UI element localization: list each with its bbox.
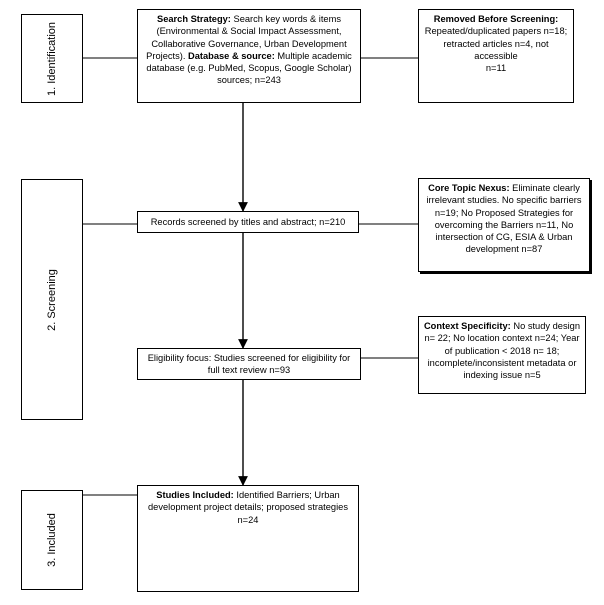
stage-included-label: 3. Included: [46, 513, 58, 567]
database-title: Database & source:: [188, 50, 275, 61]
removed-box: Removed Before Screening: Repeated/dupli…: [418, 9, 574, 103]
search-strategy-title: Search Strategy:: [157, 14, 231, 24]
database-text: Multiple academic database (e.g. PubMed,…: [146, 50, 352, 86]
removed-line3: n=11: [485, 63, 507, 74]
removed-title: Removed Before Screening:: [433, 14, 559, 24]
identification-count: n=243: [254, 75, 281, 86]
stage-identification: 1. Identification: [21, 14, 83, 103]
stage-included: 3. Included: [21, 490, 83, 590]
included-box: Studies Included: Identified Barriers; U…: [137, 485, 359, 592]
search-strategy-text: Search key words & items (Environmental …: [146, 14, 347, 61]
included-text: Identified Barriers; Urban development p…: [147, 490, 348, 513]
removed-line2: retracted articles n=4, not accessible: [443, 38, 549, 61]
core-topic-box: Core Topic Nexus: Eliminate clearly irre…: [418, 178, 590, 272]
eligibility-text: Eligibility focus: Studies screened for …: [147, 353, 351, 376]
stage-identification-label: 1. Identification: [46, 21, 58, 96]
context-text: No study design n= 22; No location conte…: [424, 321, 581, 381]
identification-box: Search Strategy: Search key words & item…: [137, 9, 361, 103]
screened-count: n=210: [319, 217, 346, 227]
eligibility-box: Eligibility focus: Studies screened for …: [137, 348, 361, 380]
core-topic-title: Core Topic Nexus:: [428, 183, 510, 193]
included-count: n=24: [237, 514, 259, 525]
screened-box: Records screened by titles and abstract;…: [137, 211, 359, 233]
included-title: Studies Included:: [156, 490, 234, 500]
eligibility-count: n=93: [269, 365, 291, 376]
core-topic-text: Eliminate clearly irrelevant studies. No…: [426, 183, 582, 255]
stage-screening: 2. Screening: [21, 179, 83, 420]
context-title: Context Specificity:: [423, 321, 511, 331]
screened-text: Records screened by titles and abstract;: [150, 217, 317, 227]
removed-line1: Repeated/duplicated papers n=18;: [424, 26, 568, 37]
context-box: Context Specificity: No study design n= …: [418, 316, 586, 394]
stage-screening-label: 2. Screening: [46, 268, 58, 331]
